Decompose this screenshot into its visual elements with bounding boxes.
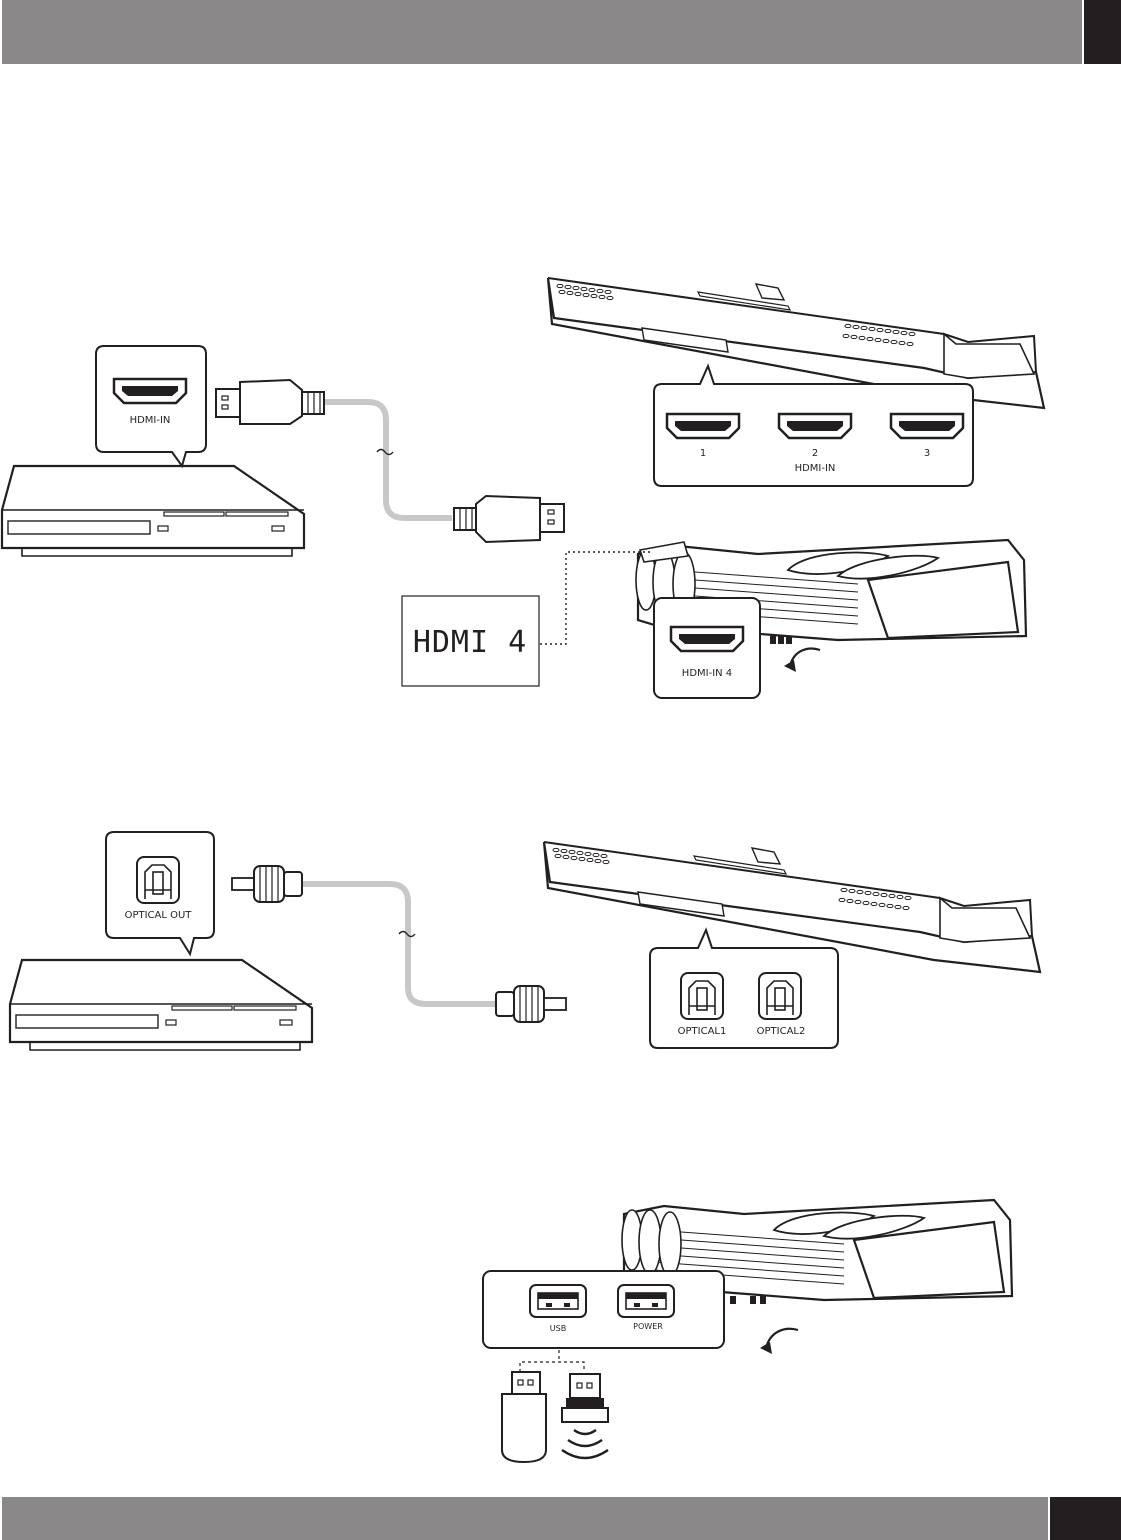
dotted-leader-line [540,552,650,644]
optical2-label: OPTICAL2 [757,1026,806,1037]
hdmi-port-2-icon [779,414,851,438]
power-label: POWER [633,1322,663,1331]
soundbar-side-ports [770,636,792,644]
hdmi-port-icon [114,379,186,403]
optical-port-2-icon [759,973,801,1019]
hdmi-in-label: HDMI-IN [130,415,171,426]
power-port-icon [618,1285,674,1317]
hdmi-port-3-label: 3 [924,448,930,459]
optical-port-1-icon [681,973,723,1019]
optical-ports-callout: OPTICAL1 OPTICAL2 [650,930,838,1048]
hdmi-port-2-label: 2 [812,448,818,459]
hdmi-in-4-label: HDMI-IN 4 [682,668,732,679]
usb-stick-icon [502,1372,546,1462]
hdmi-port-1-label: 1 [700,448,706,459]
hdmi-in-callout: HDMI-IN [96,346,206,466]
media-player-device [2,466,304,556]
hdmi-ports-callout: 1 2 3 HDMI-IN [654,366,973,486]
hdmi-in-group-label: HDMI-IN [795,463,836,474]
display-panel: HDMI 4 [402,596,539,686]
usb-label: USB [550,1324,566,1333]
hdmi-4-callout: HDMI-IN 4 [654,598,760,698]
hdmi-plug-left-icon [216,380,324,424]
hdmi-plug-right-icon [454,496,564,542]
usb-port-icon [530,1285,586,1317]
optical-plug-left-icon [232,866,302,902]
usb-device-bracket [520,1350,584,1372]
wireless-dongle-icon [562,1374,608,1458]
optical-plug-right-icon [496,986,566,1022]
rotate-arrow-icon-2 [766,1329,798,1348]
hdmi-port-4-icon [671,627,743,651]
optical-out-label: OPTICAL OUT [125,910,193,921]
optical1-label: OPTICAL1 [678,1026,727,1037]
optical-out-callout: OPTICAL OUT [106,832,214,954]
optical-port-icon [137,857,179,903]
hdmi-port-1-icon [667,414,739,438]
hdmi-4-display-text: HDMI 4 [413,625,527,660]
usb-ports-callout: USB POWER [483,1271,724,1348]
media-player-device-2 [10,960,312,1050]
hdmi-port-3-icon [891,414,963,438]
soundbar-side-ports-2 [730,1296,766,1304]
